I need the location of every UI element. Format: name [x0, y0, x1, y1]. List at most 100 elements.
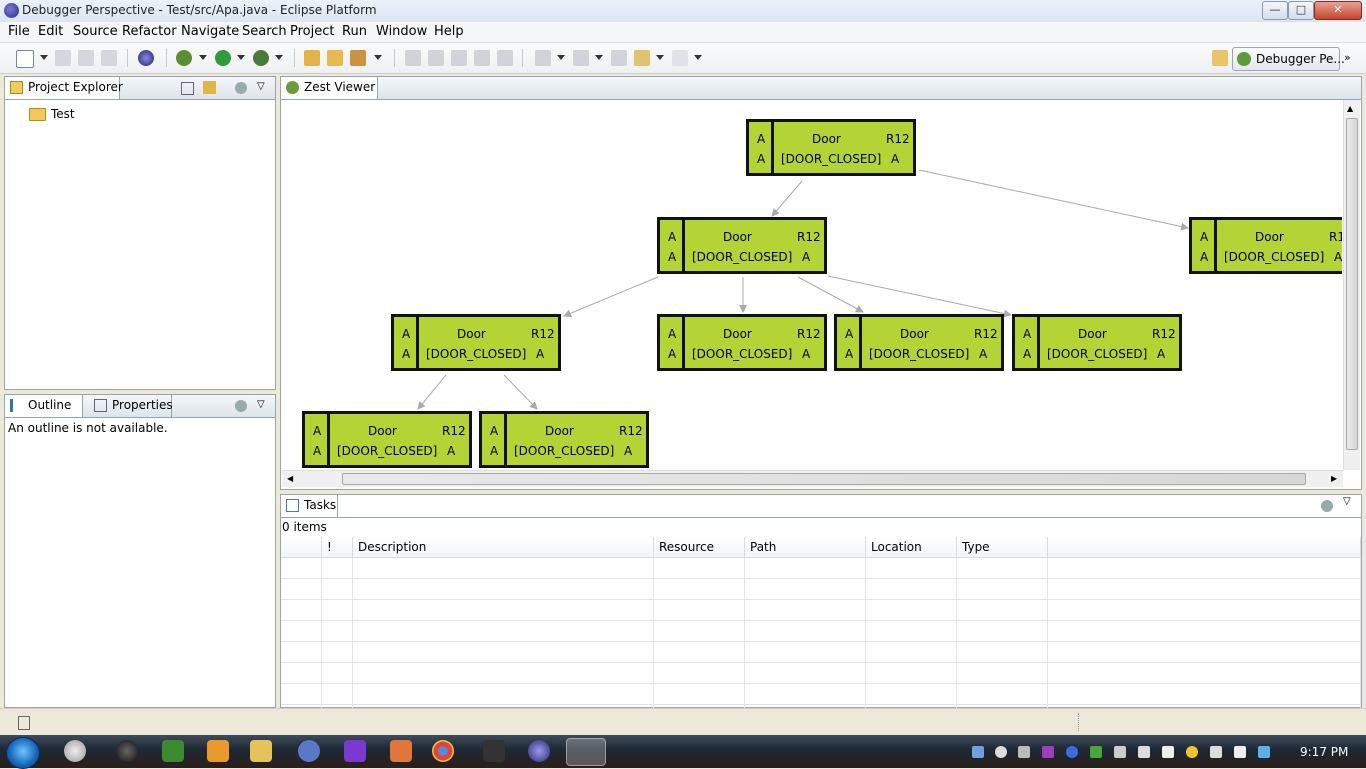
- taskbar-app-icon[interactable]: [116, 740, 138, 762]
- link-with-editor-icon[interactable]: [203, 81, 216, 94]
- menu-project[interactable]: Project: [290, 24, 335, 39]
- scroll-up-icon[interactable]: ▲: [1347, 104, 1354, 113]
- view-menu-icon[interactable]: [235, 400, 247, 412]
- graph-node-level2-b[interactable]: A A Door R12 [DOOR_CLOSED] A: [657, 314, 827, 371]
- column-header-location[interactable]: Location: [865, 537, 957, 558]
- graph-node-level2-a[interactable]: A A Door R12 [DOOR_CLOSED] A: [391, 314, 561, 371]
- scroll-right-icon[interactable]: ▶: [1331, 474, 1338, 483]
- previous-annotation-dropdown-icon[interactable]: [595, 55, 603, 60]
- debug-dropdown-icon[interactable]: [199, 55, 207, 60]
- taskbar-app-icon[interactable]: [162, 740, 184, 762]
- taskbar-eclipse-icon[interactable]: [528, 740, 550, 762]
- taskbar-app-icon[interactable]: [298, 740, 320, 762]
- column-header-type[interactable]: Type: [956, 537, 1048, 558]
- tab-properties[interactable]: Properties: [89, 395, 173, 417]
- tray-icon[interactable]: [1090, 746, 1102, 758]
- new-dropdown-icon[interactable]: [40, 55, 48, 60]
- graph-node-level2-c[interactable]: A A Door R12 [DOOR_CLOSED] A: [834, 314, 1004, 371]
- column-header-path[interactable]: Path: [744, 537, 866, 558]
- minimize-button[interactable]: —: [1262, 1, 1288, 20]
- graph-node-level1-a[interactable]: A A Door R12 [DOOR_CLOSED] A: [657, 217, 827, 274]
- minimize-view-icon[interactable]: ▽: [1343, 496, 1351, 507]
- taskbar-browser-icon[interactable]: [432, 740, 454, 762]
- tray-icon[interactable]: [995, 746, 1007, 758]
- menu-file[interactable]: File: [8, 24, 30, 39]
- zest-horizontal-scrollbar[interactable]: ◀ ▶: [282, 470, 1343, 487]
- tray-icon[interactable]: [1138, 746, 1150, 758]
- next-annotation-icon[interactable]: [535, 50, 551, 66]
- annotation-icon[interactable]: [405, 50, 421, 66]
- menu-search[interactable]: Search: [242, 24, 287, 39]
- taskbar-explorer-icon[interactable]: [250, 740, 272, 762]
- graph-node-level3-a[interactable]: A A Door R12 [DOOR_CLOSED] A: [302, 411, 472, 468]
- taskbar-app-icon[interactable]: [207, 740, 229, 762]
- minimize-view-icon[interactable]: ▽: [257, 81, 265, 92]
- taskbar-app-icon[interactable]: [483, 740, 505, 762]
- perspective-button[interactable]: Debugger Pe...: [1232, 47, 1345, 71]
- volume-icon[interactable]: [1210, 746, 1222, 758]
- column-header-completed[interactable]: [281, 537, 322, 558]
- tab-outline[interactable]: Outline: [5, 395, 83, 417]
- network-icon[interactable]: [1162, 746, 1174, 758]
- scroll-thumb[interactable]: [342, 473, 1306, 485]
- graph-node-level3-b[interactable]: A A Door R12 [DOOR_CLOSED] A: [479, 411, 649, 468]
- taskbar-app-icon[interactable]: [64, 740, 86, 762]
- print-icon[interactable]: [101, 50, 117, 66]
- run-icon[interactable]: [215, 50, 231, 66]
- collapse-all-icon[interactable]: [181, 82, 194, 95]
- maximize-button[interactable]: □: [1288, 1, 1314, 20]
- open-perspective-button-icon[interactable]: [1212, 50, 1228, 66]
- save-icon[interactable]: [55, 50, 71, 66]
- graph-node-level1-b[interactable]: A A Door R1 [DOOR_CLOSED] A: [1189, 217, 1342, 274]
- next-annotation-dropdown-icon[interactable]: [557, 55, 565, 60]
- forward-dropdown-icon[interactable]: [694, 55, 702, 60]
- block-selection-icon[interactable]: [474, 50, 490, 66]
- column-header-resource[interactable]: Resource: [653, 537, 745, 558]
- menu-help[interactable]: Help: [434, 24, 464, 39]
- zest-vertical-scrollbar[interactable]: ▲: [1343, 100, 1360, 470]
- search-tool-icon[interactable]: [350, 50, 366, 66]
- menu-source[interactable]: Source: [73, 24, 118, 39]
- menu-edit[interactable]: Edit: [38, 24, 64, 39]
- taskbar-app-icon[interactable]: [390, 740, 412, 762]
- view-menu-icon[interactable]: [1321, 500, 1333, 512]
- pen-icon[interactable]: [428, 50, 444, 66]
- taskbar-eclipse-active-icon[interactable]: [566, 738, 606, 766]
- taskbar-clock[interactable]: 9:17 PM: [1300, 745, 1349, 759]
- previous-annotation-icon[interactable]: [573, 50, 589, 66]
- external-tools-dropdown-icon[interactable]: [275, 55, 283, 60]
- open-perspective-icon[interactable]: [138, 50, 154, 66]
- scroll-left-icon[interactable]: ◀: [287, 474, 294, 483]
- open-folder-icon[interactable]: [327, 50, 343, 66]
- tab-project-explorer[interactable]: Project Explorer: [5, 77, 123, 99]
- menu-run[interactable]: Run: [342, 24, 367, 39]
- close-button[interactable]: ✕: [1314, 1, 1362, 20]
- back-dropdown-icon[interactable]: [656, 55, 664, 60]
- more-perspectives-icon[interactable]: »: [1344, 51, 1351, 64]
- tray-icon[interactable]: [1186, 746, 1198, 758]
- save-all-icon[interactable]: [78, 50, 94, 66]
- menu-window[interactable]: Window: [376, 24, 428, 39]
- search-dropdown-icon[interactable]: [374, 55, 382, 60]
- view-menu-icon[interactable]: [235, 82, 247, 94]
- minimize-view-icon[interactable]: ▽: [257, 399, 265, 410]
- debug-icon[interactable]: [176, 50, 192, 66]
- zest-graph-canvas[interactable]: A A Door R12 [DOOR_CLOSED] A A A Door R1…: [282, 98, 1342, 470]
- tray-icon[interactable]: [1018, 746, 1030, 758]
- graph-node-level2-d[interactable]: A A Door R12 [DOOR_CLOSED] A: [1012, 314, 1182, 371]
- column-header-priority[interactable]: !: [321, 537, 353, 558]
- open-type-icon[interactable]: [304, 50, 320, 66]
- action-center-flag-icon[interactable]: [1234, 746, 1246, 758]
- last-edit-icon[interactable]: [611, 50, 627, 66]
- external-tools-icon[interactable]: [253, 50, 269, 66]
- tray-icon[interactable]: [1066, 746, 1078, 758]
- tab-zest-viewer[interactable]: Zest Viewer: [281, 77, 378, 99]
- whitespace-icon[interactable]: [497, 50, 513, 66]
- highlight-icon[interactable]: [451, 50, 467, 66]
- taskbar-app-icon[interactable]: [344, 740, 366, 762]
- new-icon[interactable]: [16, 50, 34, 68]
- forward-icon[interactable]: [672, 50, 688, 66]
- scroll-thumb[interactable]: [1346, 118, 1358, 450]
- fast-view-icon[interactable]: [18, 716, 30, 730]
- tray-onenote-icon[interactable]: [1042, 746, 1054, 758]
